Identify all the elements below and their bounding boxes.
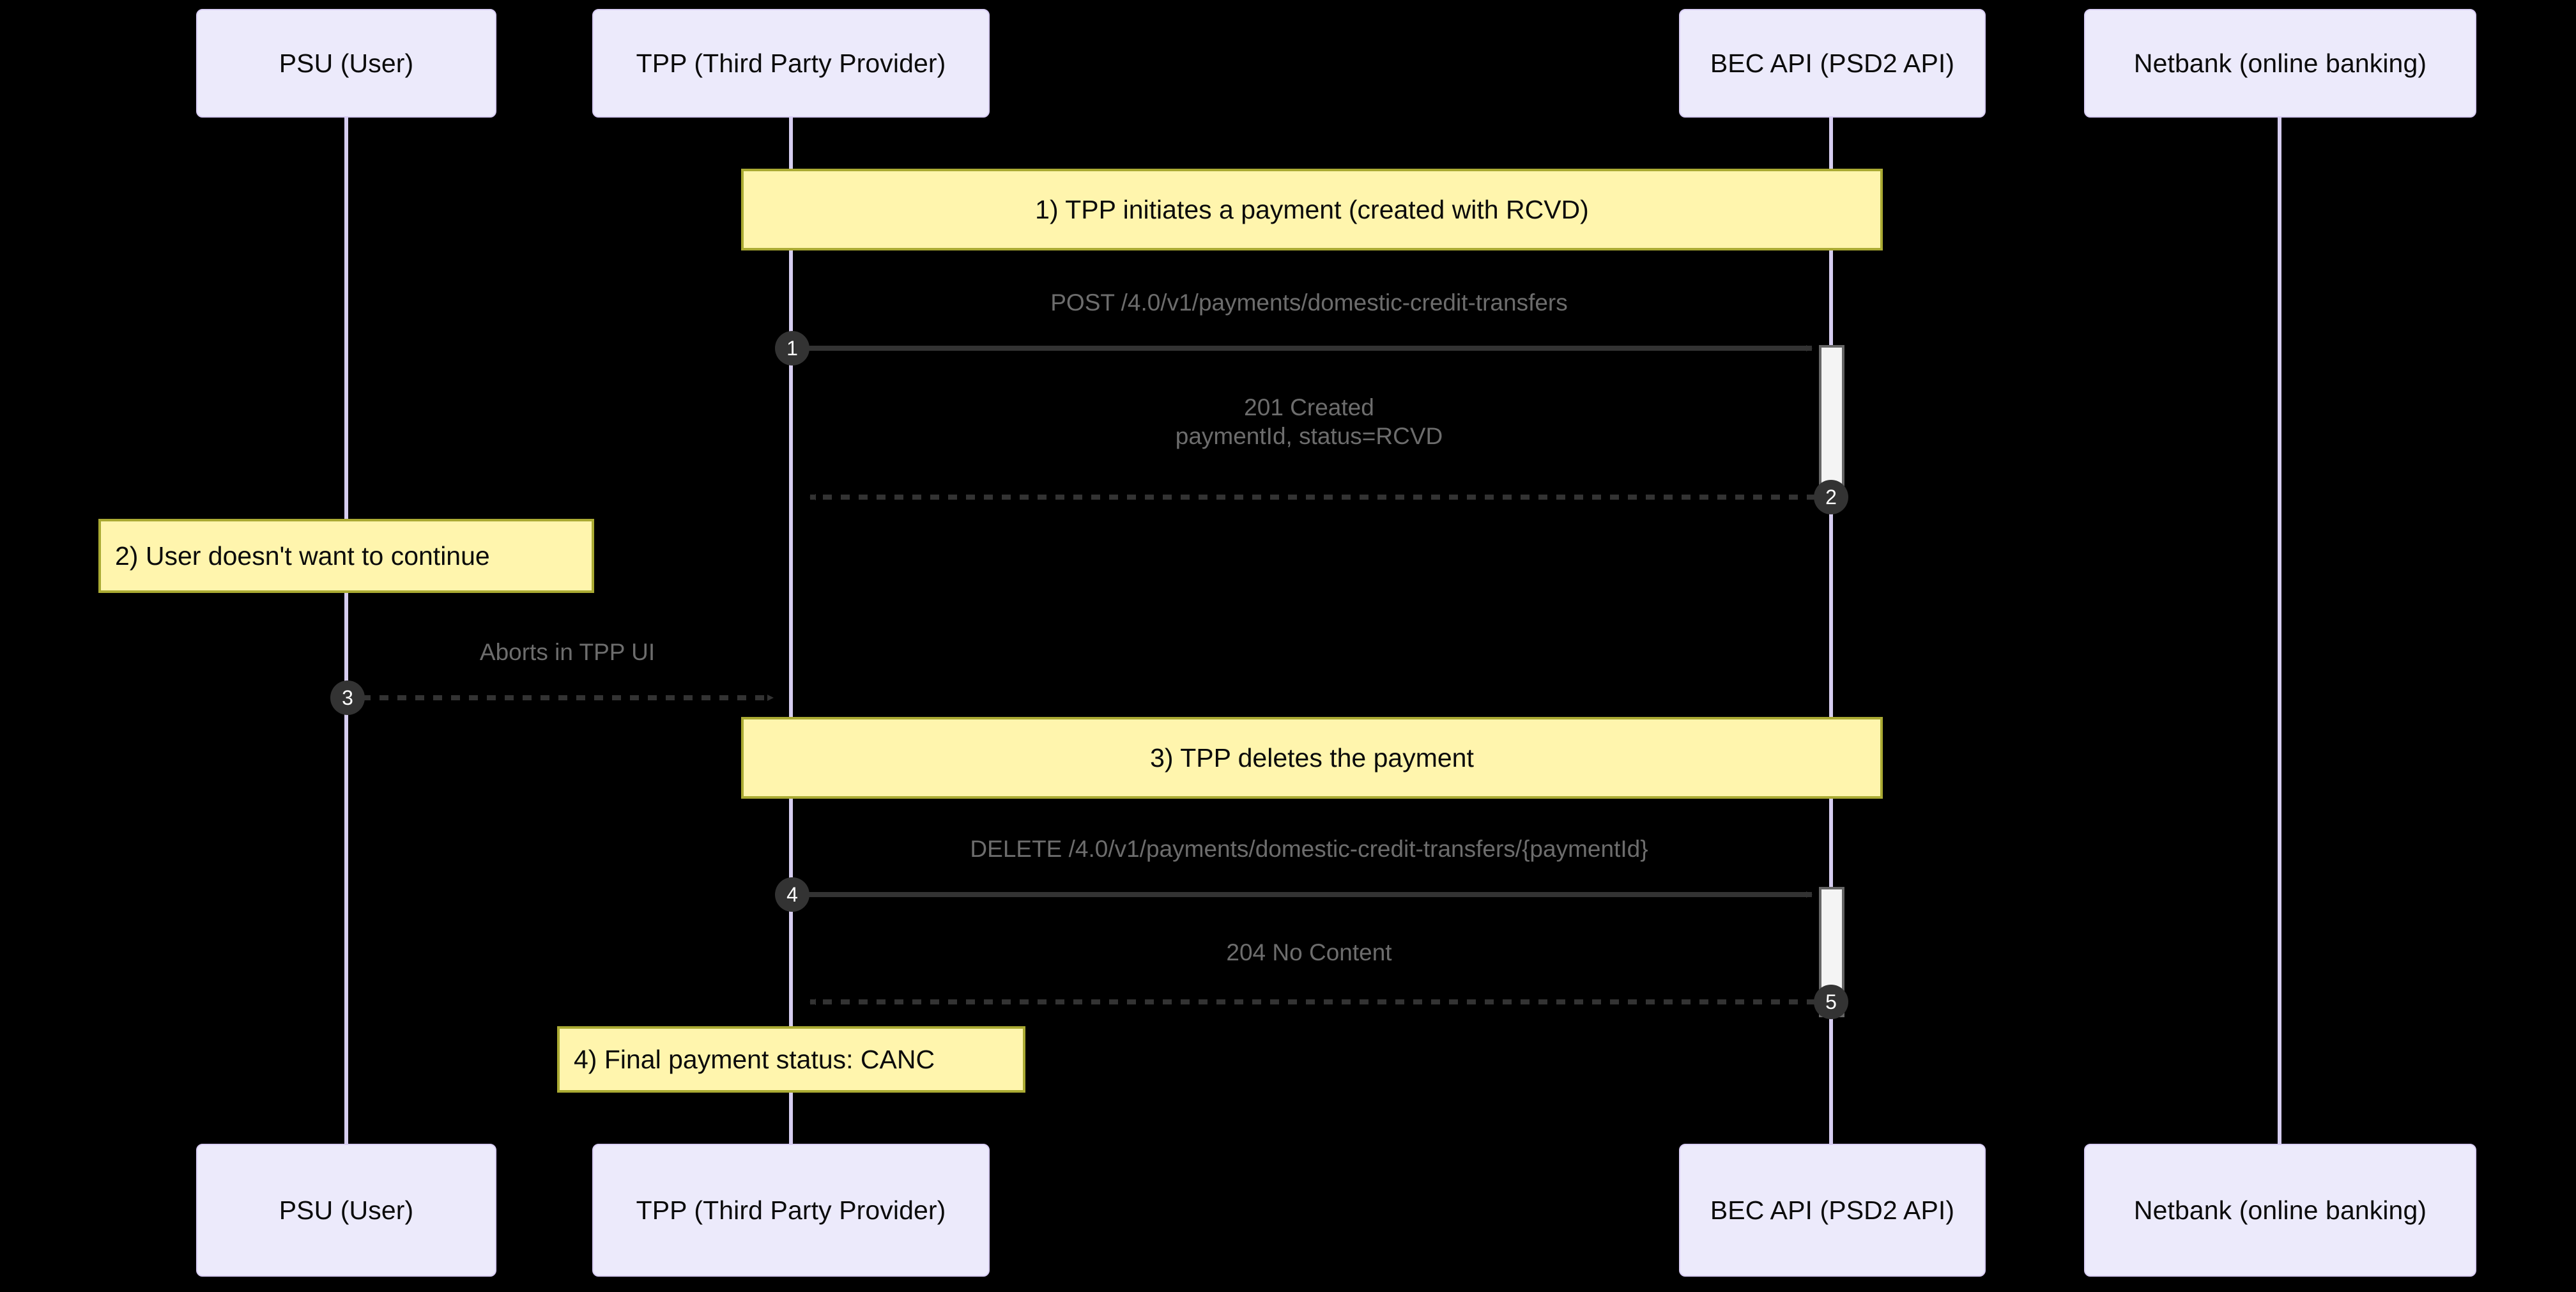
lifelines bbox=[344, 115, 2281, 1144]
sequence-number: 2 bbox=[1825, 485, 1837, 509]
participant-label: PSU (User) bbox=[279, 1195, 414, 1225]
sequence-number-badge-5: 5 bbox=[1814, 985, 1848, 1019]
participant-bottom-tpp[interactable]: TPP (Third Party Provider) bbox=[592, 1144, 990, 1277]
note-1: 1) TPP initiates a payment (created with… bbox=[741, 169, 1883, 250]
participant-top-tpp[interactable]: TPP (Third Party Provider) bbox=[592, 9, 990, 118]
message-label-text-line1: 201 Created bbox=[1244, 394, 1374, 420]
note-text: 3) TPP deletes the payment bbox=[1150, 742, 1474, 773]
participant-label: PSU (User) bbox=[279, 48, 414, 78]
participant-bottom-psu[interactable]: PSU (User) bbox=[196, 1144, 496, 1277]
sequence-number-badge-1: 1 bbox=[775, 331, 809, 365]
note-text: 4) Final payment status: CANC bbox=[574, 1044, 935, 1074]
note-text: 2) User doesn't want to continue bbox=[115, 541, 490, 571]
sequence-number: 5 bbox=[1825, 990, 1837, 1013]
note-text: 1) TPP initiates a payment (created with… bbox=[1035, 194, 1589, 224]
participant-label: BEC API (PSD2 API) bbox=[1710, 1195, 1955, 1225]
participant-bottom-bec[interactable]: BEC API (PSD2 API) bbox=[1679, 1144, 1986, 1277]
participant-label: TPP (Third Party Provider) bbox=[636, 1195, 946, 1225]
message-label-4: DELETE /4.0/v1/payments/domestic-credit-… bbox=[970, 836, 1648, 863]
sequence-number: 3 bbox=[342, 686, 353, 709]
sequence-number: 1 bbox=[786, 336, 798, 360]
sequence-number-badge-3: 3 bbox=[330, 681, 365, 715]
message-label-text: 204 No Content bbox=[1226, 939, 1392, 965]
note-2: 2) User doesn't want to continue bbox=[98, 519, 594, 593]
participant-top-netbank[interactable]: Netbank (online banking) bbox=[2084, 9, 2476, 118]
participant-label: Netbank (online banking) bbox=[2133, 1195, 2427, 1225]
message-label-5: 204 No Content bbox=[1226, 939, 1392, 966]
participant-top-bec[interactable]: BEC API (PSD2 API) bbox=[1679, 9, 1986, 118]
participant-label: TPP (Third Party Provider) bbox=[636, 48, 946, 78]
message-label-text: DELETE /4.0/v1/payments/domestic-credit-… bbox=[970, 836, 1648, 862]
sequence-number: 4 bbox=[786, 882, 798, 906]
participant-top-psu[interactable]: PSU (User) bbox=[196, 9, 496, 118]
sequence-number-badge-2: 2 bbox=[1814, 480, 1848, 514]
message-label-text: Aborts in TPP UI bbox=[479, 639, 656, 665]
message-label-1: POST /4.0/v1/payments/domestic-credit-tr… bbox=[1050, 289, 1568, 316]
sequence-number-badge-4: 4 bbox=[775, 877, 809, 912]
activation-bar-1 bbox=[1819, 345, 1844, 501]
message-label-3: Aborts in TPP UI bbox=[480, 639, 655, 666]
participant-label: Netbank (online banking) bbox=[2133, 48, 2427, 78]
note-3: 3) TPP deletes the payment bbox=[741, 717, 1883, 799]
note-4: 4) Final payment status: CANC bbox=[557, 1026, 1025, 1093]
message-label-2: 201 Created paymentId, status=RCVD bbox=[1176, 393, 1443, 450]
participant-label: BEC API (PSD2 API) bbox=[1710, 48, 1955, 78]
participant-bottom-netbank[interactable]: Netbank (online banking) bbox=[2084, 1144, 2476, 1277]
message-label-text: POST /4.0/v1/payments/domestic-credit-tr… bbox=[1050, 289, 1568, 316]
message-label-text-line2: paymentId, status=RCVD bbox=[1175, 423, 1443, 450]
